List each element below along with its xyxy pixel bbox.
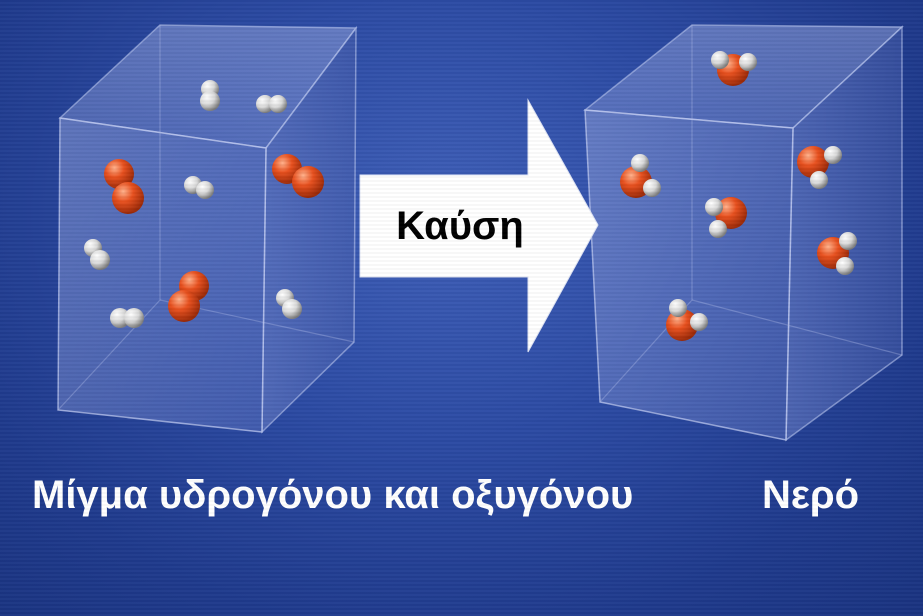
- hydrogen-molecule: [84, 239, 110, 270]
- water-molecule: [797, 146, 842, 189]
- hydrogen-molecule: [256, 95, 287, 113]
- hydrogen-molecule: [276, 289, 302, 319]
- oxygen-molecule: [168, 271, 209, 322]
- oxygen-molecule: [104, 159, 144, 214]
- water-caption: Νερό: [762, 473, 860, 517]
- combustion-label: Καύση: [396, 203, 524, 248]
- mixture-cube: [57, 24, 358, 434]
- reaction-arrow: [359, 98, 599, 353]
- water-molecule: [666, 299, 708, 341]
- hydrogen-molecule: [110, 308, 144, 328]
- hydrogen-molecule: [200, 80, 220, 111]
- water-molecule: [817, 232, 857, 275]
- oxygen-molecule: [272, 154, 324, 198]
- hydrogen-molecule: [184, 176, 214, 199]
- mixture-caption: Μίγμα υδρογόνου και οξυγόνου: [32, 473, 634, 517]
- water-molecule: [620, 154, 661, 198]
- water-molecule: [705, 197, 747, 238]
- water-cube: [583, 24, 904, 442]
- water-molecule: [711, 51, 757, 86]
